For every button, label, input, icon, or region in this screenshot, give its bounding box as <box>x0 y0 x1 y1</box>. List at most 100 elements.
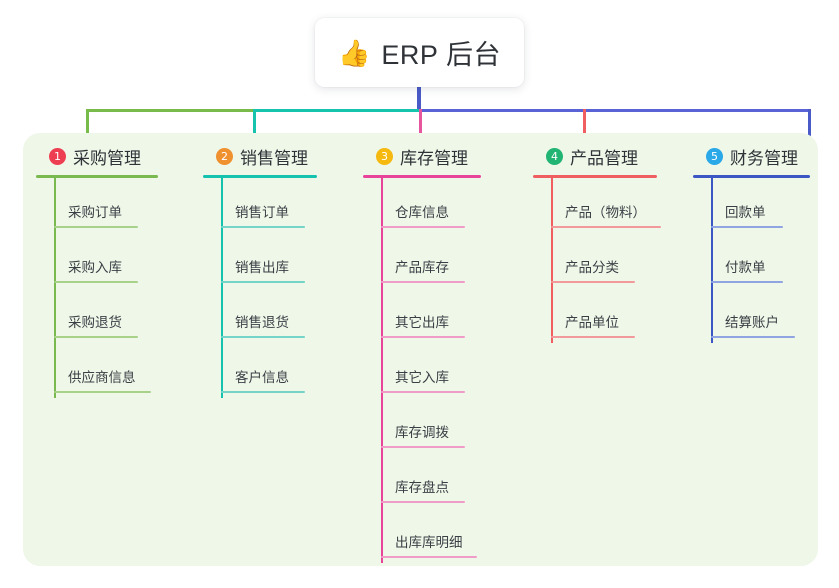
list-item[interactable]: 采购订单 <box>54 178 158 233</box>
list-item-label: 销售订单 <box>235 205 289 220</box>
column-items-finance: 回款单付款单结算账户 <box>693 178 810 343</box>
list-item-label: 库存盘点 <box>395 480 449 495</box>
column-title-product: 产品管理 <box>570 148 638 168</box>
list-item-label: 客户信息 <box>235 370 289 385</box>
column-items-sales: 销售订单销售出库销售退货客户信息 <box>203 178 317 398</box>
list-item-label: 销售出库 <box>235 260 289 275</box>
list-item-label: 采购退货 <box>68 315 122 330</box>
list-item-underline <box>221 391 305 393</box>
list-item-underline <box>551 226 661 228</box>
badge-number-icon: 4 <box>546 147 563 165</box>
column-header-finance[interactable]: 5 财务管理 <box>693 143 810 169</box>
list-item-label: 库存调拨 <box>395 425 449 440</box>
column-header-sales[interactable]: 2 销售管理 <box>203 143 317 169</box>
list-item-underline <box>381 281 465 283</box>
list-item-underline <box>221 336 305 338</box>
segment-teal <box>253 109 422 113</box>
list-item[interactable]: 付款单 <box>711 233 810 288</box>
list-item[interactable]: 产品库存 <box>381 233 481 288</box>
list-item-label: 产品（物料） <box>565 205 646 220</box>
list-item-label: 其它出库 <box>395 315 449 330</box>
segment-green <box>86 109 256 113</box>
drop-sales <box>253 109 257 145</box>
column-sales: 2 销售管理销售订单销售出库销售退货客户信息 <box>203 143 317 398</box>
column-underline-finance <box>693 175 810 178</box>
list-item[interactable]: 采购入库 <box>54 233 158 288</box>
column-title-finance: 财务管理 <box>730 148 798 168</box>
list-item-label: 销售退货 <box>235 315 289 330</box>
list-item[interactable]: 产品分类 <box>551 233 661 288</box>
list-item[interactable]: 出库库明细 <box>381 508 481 563</box>
list-item-label: 采购订单 <box>68 205 122 220</box>
list-item-label: 出库库明细 <box>395 535 463 550</box>
badge-number-icon: 5 <box>706 147 723 165</box>
column-underline-purchase <box>36 175 158 178</box>
list-item-underline <box>381 556 477 558</box>
list-item[interactable]: 其它入库 <box>381 343 481 398</box>
list-item-underline <box>551 281 635 283</box>
list-item-label: 仓库信息 <box>395 205 449 220</box>
column-title-sales: 销售管理 <box>240 148 308 168</box>
list-item[interactable]: 产品单位 <box>551 288 661 343</box>
mindmap-panel <box>23 133 818 566</box>
badge-number-icon: 1 <box>49 147 66 165</box>
list-item[interactable]: 采购退货 <box>54 288 158 343</box>
badge-number-icon: 3 <box>376 147 393 165</box>
list-item[interactable]: 库存盘点 <box>381 453 481 508</box>
list-item-underline <box>381 226 465 228</box>
badge-number-icon: 2 <box>216 147 233 165</box>
list-item-label: 结算账户 <box>725 315 779 330</box>
drop-inventory <box>419 109 423 147</box>
list-item[interactable]: 其它出库 <box>381 288 481 343</box>
column-underline-product <box>533 175 657 178</box>
list-item-label: 采购入库 <box>68 260 122 275</box>
drop-product <box>583 109 587 145</box>
list-item-label: 回款单 <box>725 205 766 220</box>
column-items-product: 产品（物料） 产品分类产品单位 <box>533 178 661 343</box>
list-item[interactable]: 结算账户 <box>711 288 810 343</box>
list-item-underline <box>551 336 635 338</box>
list-item[interactable]: 销售出库 <box>221 233 317 288</box>
list-item[interactable]: 产品（物料） <box>551 178 661 233</box>
list-item-underline <box>381 446 465 448</box>
list-item-underline <box>711 281 783 283</box>
list-item-underline <box>381 391 465 393</box>
column-spine-finance <box>711 178 713 343</box>
column-items-purchase: 采购订单采购入库采购退货供应商信息 <box>36 178 158 398</box>
segment-blue <box>419 109 811 113</box>
root-title: ERP 后台 <box>381 40 501 70</box>
list-item-underline <box>54 281 138 283</box>
list-item-underline <box>381 336 465 338</box>
column-underline-inventory <box>363 175 481 178</box>
list-item[interactable]: 供应商信息 <box>54 343 158 398</box>
column-spine-purchase <box>54 178 56 398</box>
list-item-label: 产品单位 <box>565 315 619 330</box>
list-item-label: 其它入库 <box>395 370 449 385</box>
column-underline-sales <box>203 175 317 178</box>
list-item-underline <box>711 226 783 228</box>
list-item-label: 供应商信息 <box>68 370 136 385</box>
list-item[interactable]: 销售订单 <box>221 178 317 233</box>
list-item[interactable]: 回款单 <box>711 178 810 233</box>
list-item[interactable]: 销售退货 <box>221 288 317 343</box>
column-spine-product <box>551 178 553 343</box>
root-node[interactable]: 👍 ERP 后台 <box>315 18 524 87</box>
drop-finance <box>808 109 812 145</box>
trunk-stem <box>417 85 421 112</box>
list-item-label: 产品库存 <box>395 260 449 275</box>
column-header-product[interactable]: 4 产品管理 <box>533 143 661 169</box>
column-spine-sales <box>221 178 223 398</box>
list-item[interactable]: 仓库信息 <box>381 178 481 233</box>
column-items-inventory: 仓库信息产品库存其它出库其它入库库存调拨库存盘点出库库明细 <box>363 178 481 563</box>
list-item[interactable]: 库存调拨 <box>381 398 481 453</box>
list-item-underline <box>54 226 138 228</box>
list-item-underline <box>381 501 465 503</box>
list-item[interactable]: 客户信息 <box>221 343 317 398</box>
list-item-underline <box>54 391 151 393</box>
list-item-underline <box>54 336 138 338</box>
column-spine-inventory <box>381 178 383 563</box>
